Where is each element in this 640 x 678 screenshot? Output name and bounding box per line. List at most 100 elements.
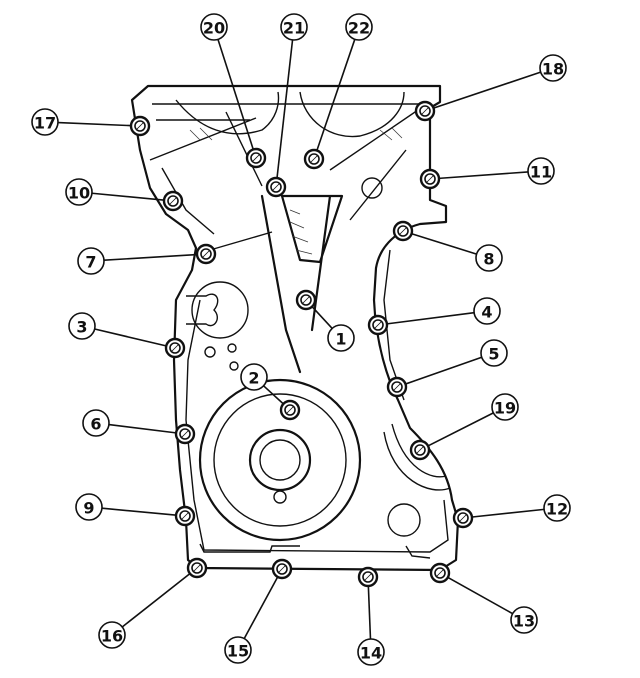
bolt-11 (419, 168, 441, 190)
callout-number: 7 (85, 253, 96, 272)
leader-line-2 (263, 385, 286, 406)
callout-number: 17 (34, 114, 56, 133)
callout-number: 8 (483, 250, 494, 269)
callout-10: 10 (65, 178, 93, 206)
callout-3: 3 (68, 312, 96, 340)
bolt-17 (129, 115, 151, 137)
leader-line-12 (469, 508, 545, 519)
callout-number: 9 (83, 499, 94, 518)
callout-7: 7 (77, 247, 105, 275)
rib-hatching (189, 127, 403, 255)
callout-4: 4 (473, 297, 501, 325)
leader-line-15 (243, 574, 280, 639)
timing-cover-body (130, 84, 460, 572)
callout-number: 10 (68, 184, 90, 203)
leader-line-10 (91, 192, 167, 202)
callout-1: 1 (327, 324, 355, 352)
bolt-19 (409, 439, 431, 461)
small-hole-1 (204, 346, 216, 358)
callout-number: 4 (481, 303, 492, 322)
bolt-10 (162, 190, 184, 212)
leader-line-20 (217, 39, 255, 152)
callout-19: 19 (491, 393, 519, 421)
boss-upper (361, 177, 383, 199)
bolt-20 (245, 147, 267, 169)
leader-lines (57, 39, 545, 640)
diagonal-rib-5 (209, 231, 273, 251)
leader-line-14 (367, 583, 372, 640)
center-web (260, 194, 344, 374)
bolt-3 (164, 337, 186, 359)
callout-8: 8 (475, 244, 503, 272)
callout-number: 13 (513, 612, 535, 631)
callout-number: 19 (494, 399, 516, 418)
callout-number: 15 (227, 642, 249, 661)
leader-line-11 (436, 171, 529, 180)
bolt-21 (265, 176, 287, 198)
bolt-9 (174, 505, 196, 527)
leader-line-5 (403, 356, 482, 386)
callout-22: 22 (345, 13, 373, 41)
crank-seat-mid (213, 393, 347, 527)
left-boss (186, 293, 219, 327)
callout-15: 15 (224, 636, 252, 664)
callout-13: 13 (510, 606, 538, 634)
tensioner-arc (383, 431, 451, 491)
bottom-step (199, 543, 431, 559)
callout-number: 16 (101, 627, 123, 646)
small-hole-2 (227, 343, 237, 353)
bolt-15 (271, 558, 293, 580)
leader-line-8 (409, 232, 477, 255)
callout-number: 1 (335, 330, 346, 349)
callout-number: 6 (90, 415, 101, 434)
bolt-13 (429, 562, 451, 584)
callout-number: 14 (360, 644, 382, 663)
left-boss-arc (191, 281, 249, 339)
leader-line-6 (108, 423, 179, 434)
callout-number: 3 (76, 318, 87, 337)
callout-21: 21 (280, 13, 308, 41)
lower-right-boss (387, 503, 421, 537)
leader-line-7 (103, 253, 200, 262)
callout-18: 18 (539, 54, 567, 82)
callout-9: 9 (75, 493, 103, 521)
callout-17: 17 (31, 108, 59, 136)
inner-flange (152, 103, 449, 553)
bolt-4 (367, 314, 389, 336)
callout-2: 2 (240, 363, 268, 391)
crank-dowel (273, 490, 287, 504)
cover-outline (130, 84, 460, 572)
diagonal-rib-4 (349, 149, 407, 221)
callout-number: 20 (203, 19, 225, 38)
bolt-8 (392, 220, 414, 242)
callout-5: 5 (480, 339, 508, 367)
crank-seal-outer (248, 428, 312, 492)
leader-line-17 (57, 121, 134, 127)
diagonal-rib-3 (329, 109, 419, 171)
bolt-7 (195, 243, 217, 265)
leader-line-18 (431, 71, 541, 110)
callout-20: 20 (200, 13, 228, 41)
crank-seat-outer (198, 378, 362, 542)
callout-number: 11 (530, 163, 552, 182)
diagonal-rib-1 (149, 117, 257, 161)
small-hole-3 (229, 361, 239, 371)
bolt-18 (414, 100, 436, 122)
tensioner-arc-2 (391, 423, 447, 478)
bolt-6 (174, 423, 196, 445)
callout-number: 18 (542, 60, 564, 79)
callout-number: 12 (546, 500, 568, 519)
diagonal-rib-2 (225, 111, 263, 187)
callout-6: 6 (82, 409, 110, 437)
callout-number: 22 (348, 19, 370, 38)
callout-number: 2 (248, 369, 259, 388)
leader-line-21 (275, 39, 294, 181)
callout-14: 14 (357, 638, 385, 666)
leader-line-22 (315, 39, 356, 153)
bolt-12 (452, 507, 474, 529)
bolt-22 (303, 148, 325, 170)
bolt-2 (279, 399, 301, 421)
callout-number: 21 (283, 19, 305, 38)
leader-line-4 (384, 311, 475, 325)
